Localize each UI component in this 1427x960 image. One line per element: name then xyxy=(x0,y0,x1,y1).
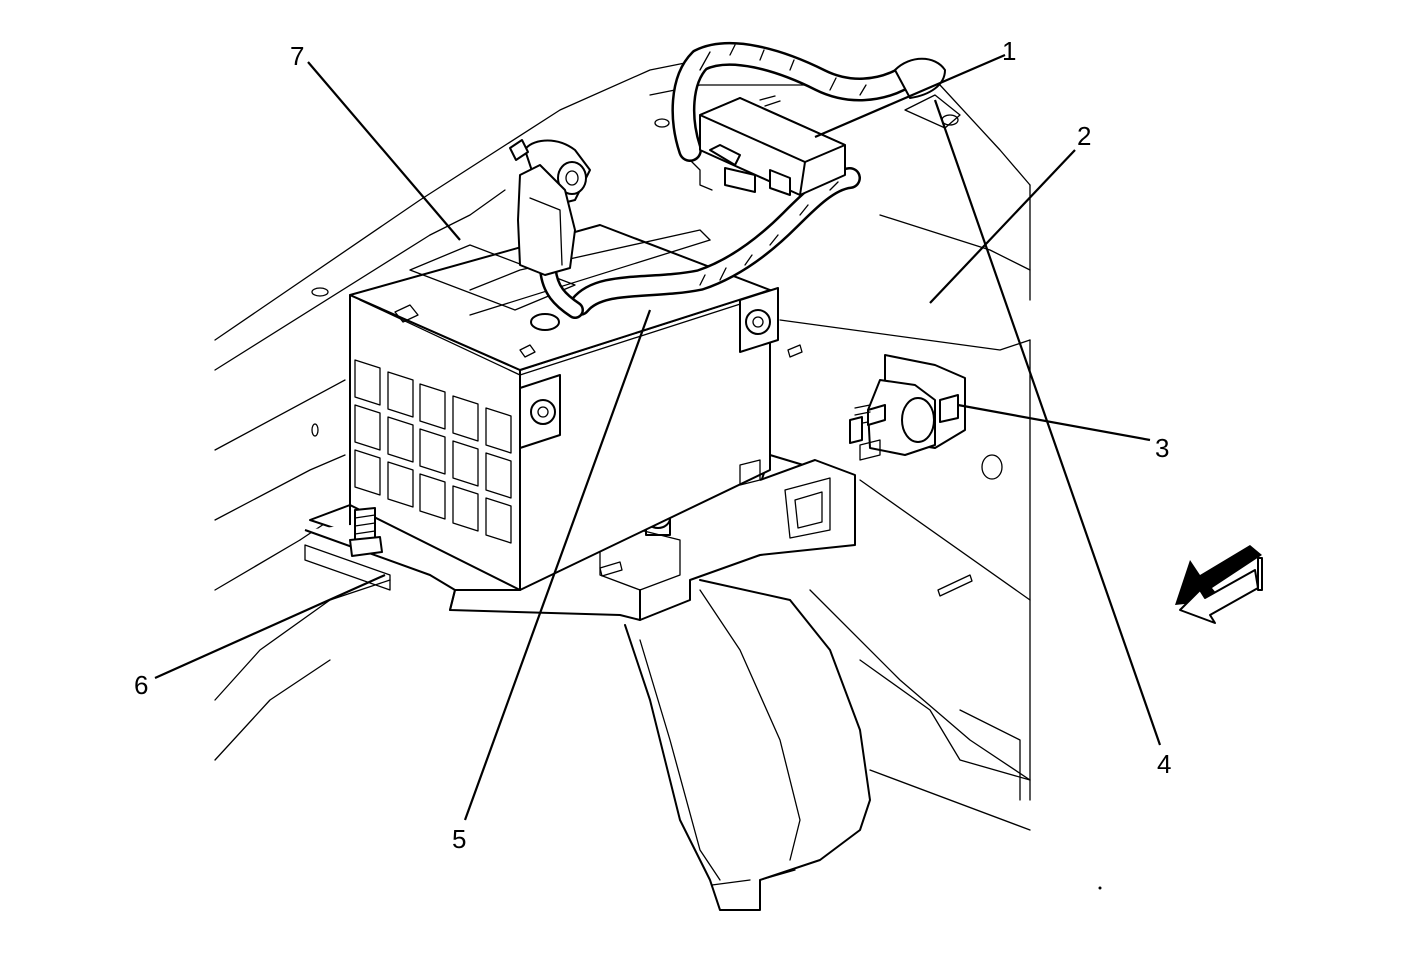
callout-labels: 1 2 3 4 5 6 7 xyxy=(134,36,1171,854)
leader-lines xyxy=(154,53,1162,821)
callout-2: 2 xyxy=(1077,121,1091,151)
battery-cable-harness xyxy=(509,41,961,319)
leader-2 xyxy=(929,149,1076,304)
leader-7 xyxy=(307,61,461,241)
leader-1 xyxy=(814,53,1006,139)
leader-4 xyxy=(933,99,1162,746)
battery-rear-terminal xyxy=(739,287,779,353)
leader-6 xyxy=(154,573,386,680)
front-direction-arrow-icon xyxy=(1175,545,1263,624)
vehicle-body-panel xyxy=(214,59,1031,831)
callout-5: 5 xyxy=(452,824,466,854)
wheelhouse-frame-rail xyxy=(624,579,871,911)
battery-side-terminal xyxy=(519,374,561,449)
callout-1: 1 xyxy=(1002,36,1016,66)
callout-4: 4 xyxy=(1157,749,1171,779)
battery-vent-grid xyxy=(354,359,512,544)
callout-7: 7 xyxy=(290,41,304,71)
leader-5 xyxy=(463,309,652,821)
callout-6: 6 xyxy=(134,670,148,700)
callout-3: 3 xyxy=(1155,433,1169,463)
junction-block xyxy=(689,95,846,196)
hold-down-bolt xyxy=(349,507,383,557)
relay-solenoid xyxy=(849,354,966,461)
leader-3 xyxy=(957,403,1151,442)
